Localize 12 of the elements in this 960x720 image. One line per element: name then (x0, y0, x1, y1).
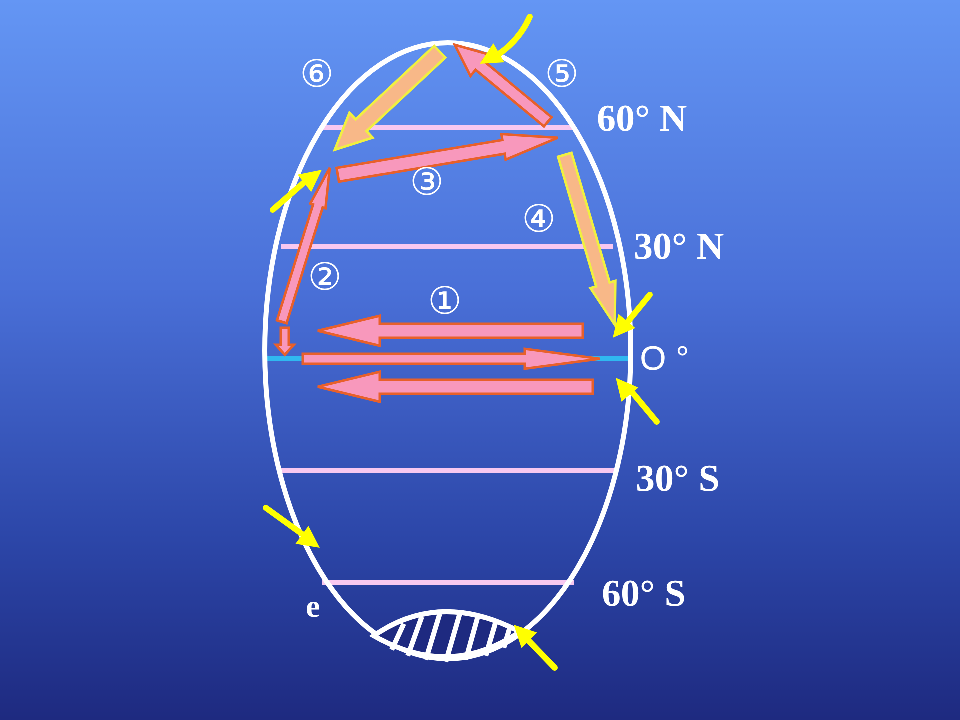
circle-number: ④ (522, 200, 556, 238)
circle-number: ① (428, 282, 462, 320)
latitude-label: 60° S (602, 575, 686, 613)
latitude-label: 60° N (597, 100, 688, 138)
latitude-label: 30° S (636, 460, 720, 498)
circle-number: ③ (410, 163, 444, 201)
latitude-label: O ° (640, 342, 690, 376)
latitude-label: 30° N (634, 228, 724, 266)
point-label: e (306, 590, 320, 622)
circle-number: ⑥ (300, 55, 334, 93)
circle-number: ② (308, 258, 342, 296)
circle-number: ⑤ (545, 55, 580, 93)
